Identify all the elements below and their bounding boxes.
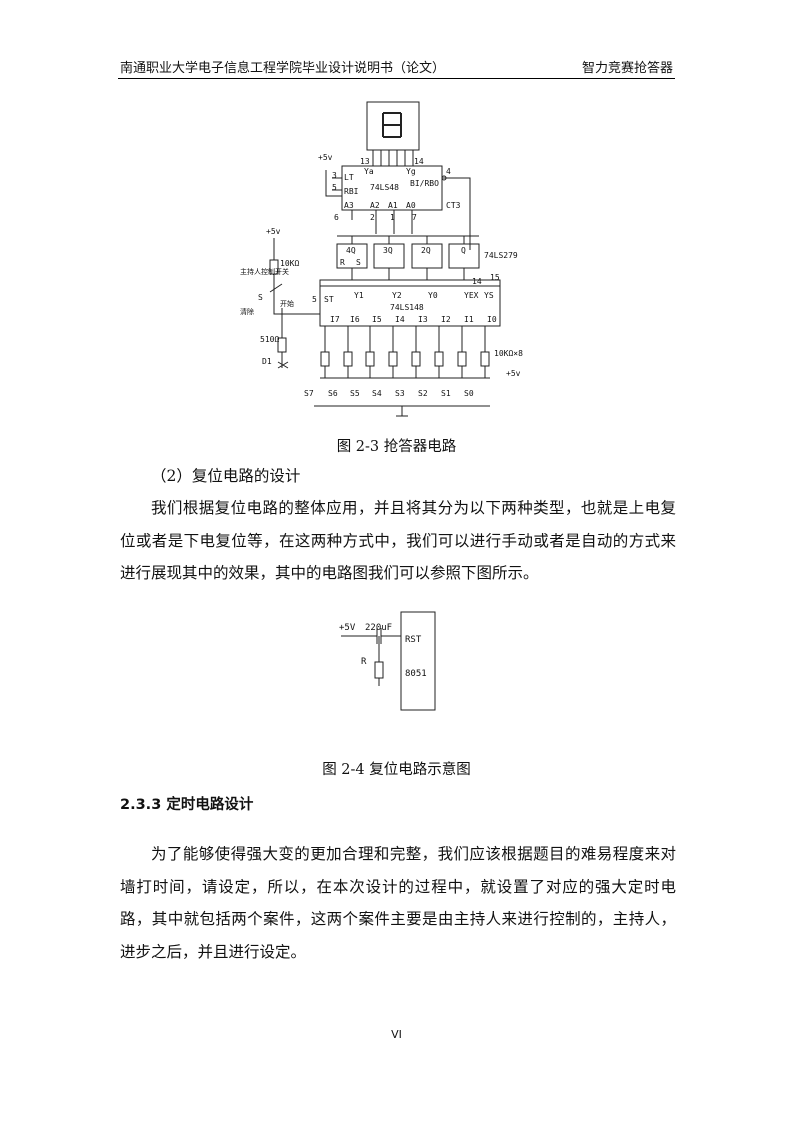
label-switch-s4: S4 xyxy=(372,389,382,398)
label-y1: Y1 xyxy=(354,291,364,300)
label-r-bar: R xyxy=(340,258,345,267)
label-s-bar: S xyxy=(356,258,361,267)
label-pin4: 4 xyxy=(446,167,451,176)
label-pin5b: 5 xyxy=(312,295,317,304)
label-q3: 3Q xyxy=(383,246,393,255)
label-chip148: 74LS148 xyxy=(390,303,424,312)
label-switch-s2: S2 xyxy=(418,389,428,398)
label-ys: YS xyxy=(484,291,494,300)
label-q1: Q xyxy=(461,246,466,255)
label-i7: I7 xyxy=(330,315,340,324)
label-i3: I3 xyxy=(418,315,428,324)
label-i6: I6 xyxy=(350,315,360,324)
header-rule xyxy=(118,78,675,79)
section-heading: 2.3.3 定时电路设计 xyxy=(120,797,254,813)
label-r10kx8: 10KΩ×8 xyxy=(494,349,523,358)
label-i5: I5 xyxy=(372,315,382,324)
responder-circuit-figure: +5v 13 14 3 5 6 4 2 1 7 LT RBI BI/RBO Ya… xyxy=(240,101,523,417)
figure2-caption: 图 2-4 复位电路示意图 xyxy=(322,762,471,778)
label-chip: 8051 xyxy=(405,669,427,679)
label-pin2: 2 xyxy=(370,213,375,222)
label-i0: I0 xyxy=(487,315,497,324)
label-vcc: +5V xyxy=(339,623,356,633)
chip-74ls48 xyxy=(341,165,443,211)
label-switch-s1: S1 xyxy=(441,389,451,398)
label-r510: 510Ω xyxy=(260,335,279,344)
label-y0: Y0 xyxy=(428,291,438,300)
reset-circuit-figure: +5V 220uF R RST 8051 xyxy=(339,611,436,711)
label-switch-s0: S0 xyxy=(464,389,474,398)
label-switch-s5: S5 xyxy=(350,389,360,398)
label-switch-s3: S3 xyxy=(395,389,405,398)
label-cap: 220uF xyxy=(365,623,392,633)
label-pin6: 6 xyxy=(334,213,339,222)
label-ya: Ya xyxy=(364,167,374,176)
label-start: 开始 xyxy=(280,299,294,308)
subheading-reset-circuit: （2）复位电路的设计 xyxy=(151,467,301,485)
label-rst: RST xyxy=(405,635,422,645)
paragraph-timer-circuit: 为了能够使得强大变的更加合理和完整，我们应该根据题目的难易程度来对墙打时间，请设… xyxy=(120,845,676,961)
label-a2: A2 xyxy=(370,201,380,210)
label-i1: I1 xyxy=(464,315,474,324)
label-a1: A1 xyxy=(388,201,398,210)
page-header-left: 南通职业大学电子信息工程学院毕业设计说明书（论文） xyxy=(120,61,446,76)
label-yg: Yg xyxy=(406,167,416,176)
label-i2: I2 xyxy=(441,315,451,324)
figure1-caption: 图 2-3 抢答器电路 xyxy=(336,439,457,455)
label-st: ST xyxy=(324,295,334,304)
label-yex: YEX xyxy=(464,291,479,300)
page-number: VI xyxy=(391,1028,402,1041)
label-y2: Y2 xyxy=(392,291,402,300)
label-q4: 4Q xyxy=(346,246,356,255)
label-rbi: RBI xyxy=(344,187,359,196)
label-ct3: CT3 xyxy=(446,201,461,210)
paragraph-reset-circuit: 我们根据复位电路的整体应用，并且将其分为以下两种类型，也就是上电复位或者是下电复… xyxy=(120,499,676,582)
label-pin1: 1 xyxy=(390,213,395,222)
label-lt: LT xyxy=(344,173,354,182)
label-q2: 2Q xyxy=(421,246,431,255)
label-d1: D1 xyxy=(262,357,272,366)
label-host-switch: 主持人控制开关 xyxy=(240,267,289,276)
label-pin14b: 14 xyxy=(472,277,482,286)
label-res: R xyxy=(361,657,367,667)
label-pin13: 13 xyxy=(360,157,370,166)
label-pin3: 3 xyxy=(332,171,337,180)
label-pin5a: 5 xyxy=(332,183,337,192)
chip-8051 xyxy=(400,611,436,711)
label-a3: A3 xyxy=(344,201,354,210)
label-i4: I4 xyxy=(395,315,405,324)
page-header-right: 智力竞赛抢答器 xyxy=(581,61,673,76)
label-vcc-left: +5v xyxy=(266,227,281,236)
label-a0: A0 xyxy=(406,201,416,210)
label-clear: 清除 xyxy=(240,307,254,316)
label-vcc-top: +5v xyxy=(318,153,333,162)
label-pin14: 14 xyxy=(414,157,424,166)
label-chip279: 74LS279 xyxy=(484,251,518,260)
label-r10k: 10KΩ xyxy=(280,259,299,268)
label-s: S xyxy=(258,293,263,302)
label-bi-rbo: BI/RBO xyxy=(410,179,439,188)
label-vcc-right: +5v xyxy=(506,369,521,378)
label-switch-s6: S6 xyxy=(328,389,338,398)
label-pin15: 15 xyxy=(490,273,500,282)
chip-74ls148 xyxy=(319,285,501,327)
label-pin7: 7 xyxy=(412,213,417,222)
label-switch-s7: S7 xyxy=(304,389,314,398)
label-chip48: 74LS48 xyxy=(370,183,399,192)
